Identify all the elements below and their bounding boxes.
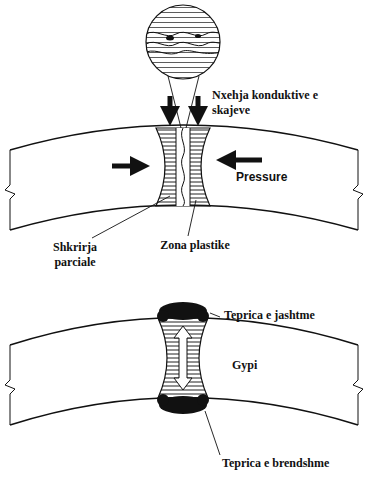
leader-lines-bottom <box>205 313 220 455</box>
force-label: Pressure <box>236 170 306 185</box>
fusion-label: Shkrirja parciale <box>40 240 110 270</box>
pipe-wall-after <box>5 318 363 426</box>
plastic-zone-label: Zona plastike <box>160 238 230 253</box>
upset-joint <box>157 302 209 414</box>
magnified-detail <box>146 5 222 128</box>
pipe-label: Gypi <box>232 358 282 373</box>
outer-flash-label: Teprica e jashtme <box>224 308 354 323</box>
heating-label: Nxehja konduktive e skajeve <box>212 88 342 118</box>
joint-zone <box>156 128 210 206</box>
leader-lines <box>92 196 196 238</box>
pipe-wall-before <box>5 125 363 230</box>
inner-flash-label: Teprica e brendshme <box>222 456 362 471</box>
